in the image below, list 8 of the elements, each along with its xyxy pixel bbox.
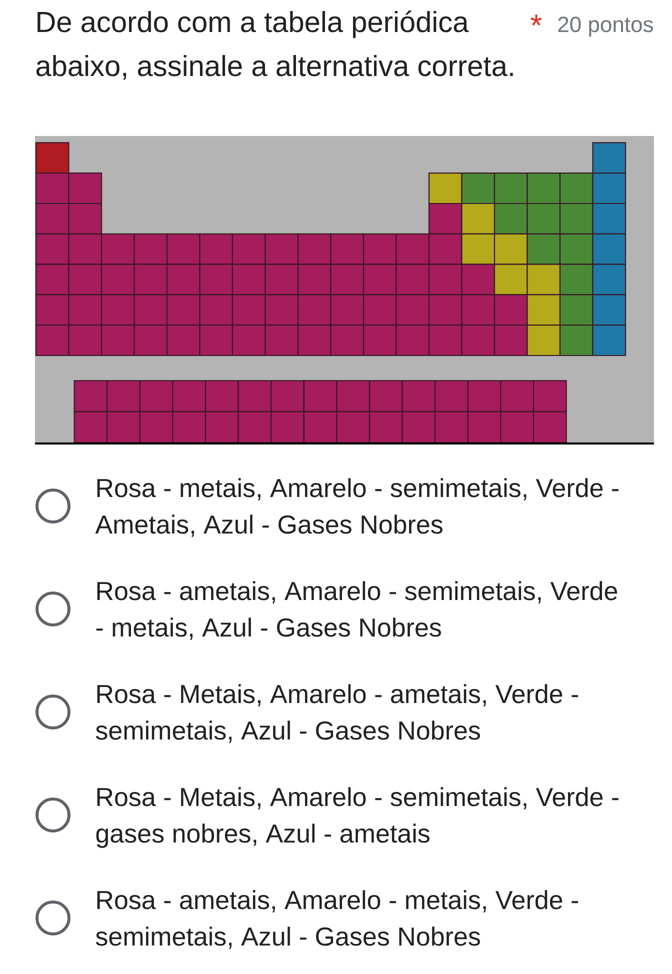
option-text: Rosa - ametais, Amarelo - semimetais, Verde - metais, Azul - Gases Nobres [96, 581, 618, 640]
question-text: De acordo com a tabela periódica abaixo, assinale a alternativa correta. [36, 10, 513, 80]
option-text: Rosa - Metais, Amarelo - semimetais, Verde - gases nobres, Azul - ametais [96, 787, 618, 848]
required-mark: * [530, 14, 542, 26]
option-text: Rosa - Metais, Amarelo - ametais, Verde - semimetais, Azul - Gases Nobres [96, 684, 578, 743]
points-label: 20 pontos [558, 16, 653, 37]
option-text: Rosa - metais, Amarelo - semimetais, Verde - Ametais, Azul - Gases Nobres [95, 478, 618, 537]
option-text: Rosa - ametais, Amarelo - metais, Verde - semimetais, Azul - Gases Nobres [96, 890, 578, 949]
